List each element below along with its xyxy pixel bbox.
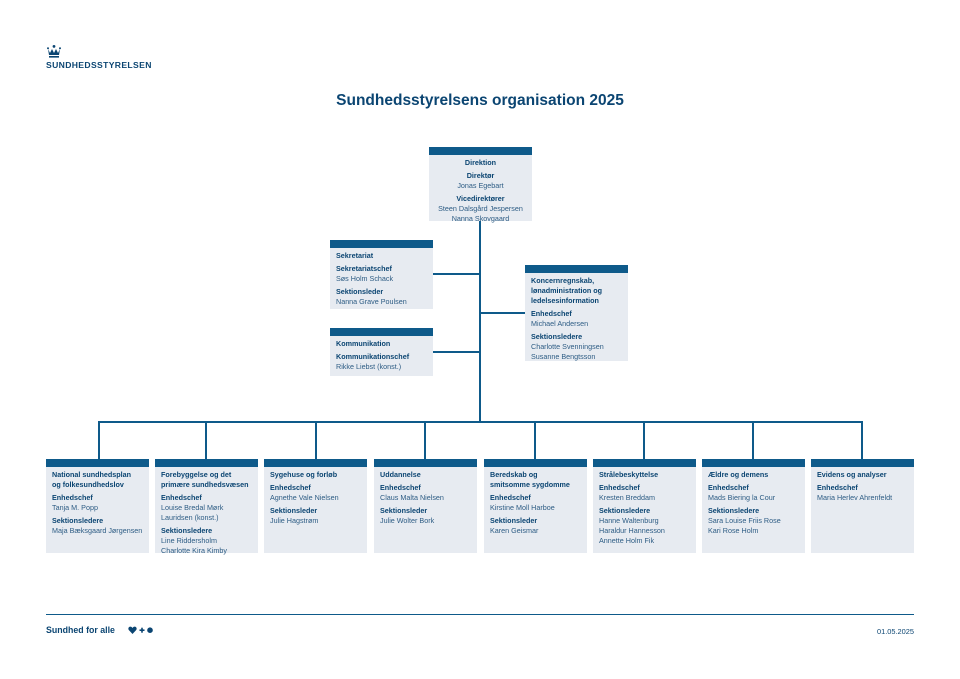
- logo-text: SUNDHEDSSTYRELSEN: [46, 60, 152, 70]
- footer-divider: [46, 614, 914, 615]
- box-title: Uddannelse: [380, 470, 421, 479]
- box-title: Sygehuse og forløb: [270, 470, 338, 479]
- box-title: Forebyggelse og det primære sundhedsvæse…: [161, 470, 249, 489]
- box-title: Koncernregnskab, lønadministration og le…: [531, 276, 603, 305]
- box-unit-uddannelse: Uddannelse Enhedschef Claus Malta Nielse…: [374, 459, 477, 553]
- box-unit-beredskab: Beredskab og smitsomme sygdomme Enhedsch…: [484, 459, 587, 553]
- box-title: Kommunikation: [336, 339, 391, 348]
- box-title: Ældre og demens: [708, 470, 769, 479]
- box-unit-national-sundhedsplan: National sundhedsplan og folkesundhedslo…: [46, 459, 149, 553]
- circle-icon: [147, 627, 153, 633]
- box-title: Evidens og analyser: [817, 470, 887, 479]
- plus-icon: [139, 627, 145, 633]
- box-unit-forebyggelse: Forebyggelse og det primære sundhedsvæse…: [155, 459, 258, 555]
- footer-date: 01.05.2025: [877, 627, 914, 636]
- box-title: Beredskab og smitsomme sygdomme: [490, 470, 570, 489]
- box-sekretariat: Sekretariat Sekretariatschef Søs Holm Sc…: [330, 240, 433, 309]
- crown-logo-icon: [47, 45, 61, 58]
- footer-slogan: Sundhed for alle: [46, 625, 115, 635]
- box-unit-sygehuse: Sygehuse og forløb Enhedschef Agnethe Va…: [264, 459, 367, 553]
- box-unit-evidens-analyser: Evidens og analyser Enhedschef Maria Her…: [811, 459, 914, 553]
- box-title: Direktion: [464, 158, 497, 167]
- box-title: Strålebeskyttelse: [599, 470, 659, 479]
- page-title: Sundhedsstyrelsens organisation 2025: [336, 92, 624, 109]
- box-title: Sekretariat: [336, 251, 374, 260]
- box-kommunikation: Kommunikation Kommunikationschef Rikke L…: [330, 328, 433, 376]
- box-koncernregnskab: Koncernregnskab, lønadministration og le…: [525, 265, 628, 361]
- slogan-icons: [128, 626, 153, 634]
- heart-icon: [128, 626, 137, 634]
- box-title: National sundhedsplan og folkesundhedslo…: [52, 470, 132, 489]
- box-unit-straalebeskyttelse: Strålebeskyttelse Enhedschef Kresten Bre…: [593, 459, 696, 553]
- box-direktion: Direktion Direktør Jonas Egebart Vicedir…: [429, 147, 532, 223]
- box-unit-aeldre-demens: Ældre og demens Enhedschef Mads Biering …: [702, 459, 805, 553]
